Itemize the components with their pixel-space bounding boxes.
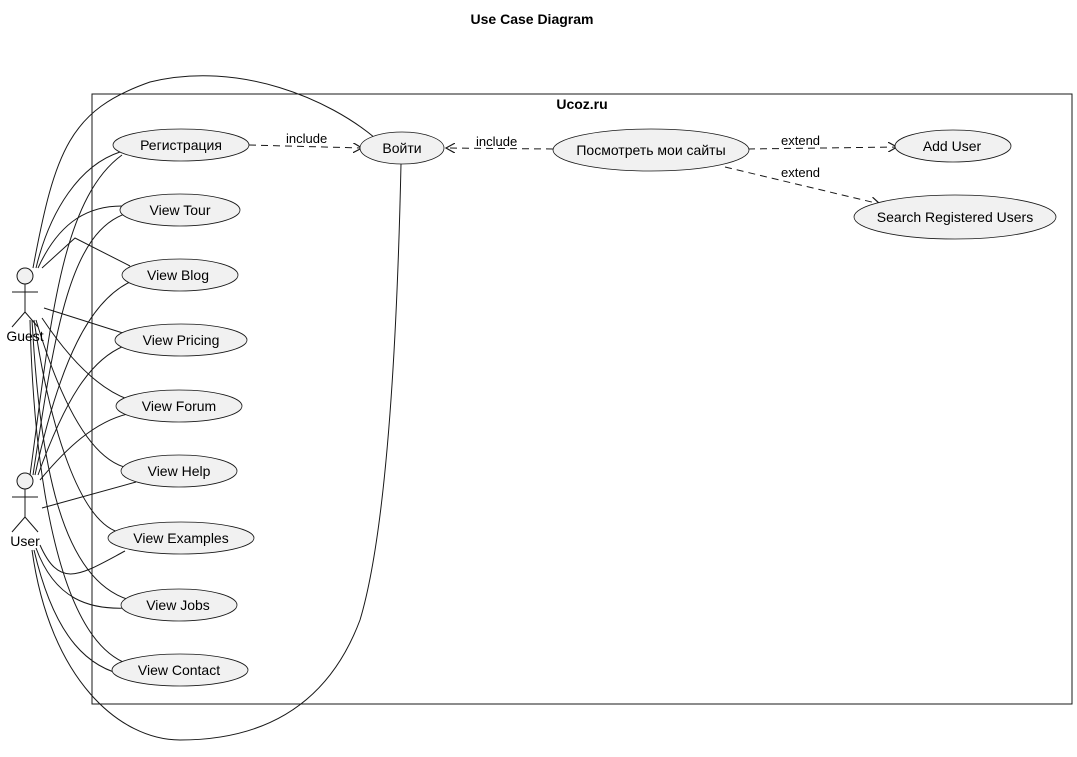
use-case-label: Search Registered Users <box>877 209 1033 225</box>
diagram-title: Use Case Diagram <box>471 11 594 27</box>
use-case-label: Регистрация <box>140 137 222 153</box>
use-case-label: View Tour <box>150 202 211 218</box>
assoc-user-examples <box>39 544 126 575</box>
assoc-guest-contact <box>29 319 129 665</box>
extend-label-search: extend <box>781 165 820 180</box>
actor-head <box>16 472 34 490</box>
use-case-label: View Forum <box>142 398 216 414</box>
assoc-user-blog <box>34 280 133 476</box>
actor-label-user: User <box>10 533 40 549</box>
include-label-register: include <box>286 131 327 146</box>
use-case-label: View Jobs <box>146 597 210 613</box>
assoc-guest-examples <box>33 319 119 533</box>
assoc-user-pricing <box>37 345 125 476</box>
use-case-label: Add User <box>923 138 982 154</box>
assoc-user-forum <box>39 412 133 481</box>
include-label-mysites: include <box>476 134 517 149</box>
assoc-guest-jobs <box>31 319 131 601</box>
assoc-guest-tour <box>37 205 126 269</box>
assoc-user-contact <box>33 549 131 677</box>
include-register-login <box>248 145 362 148</box>
use-case-add-user: Add User <box>894 129 1012 163</box>
assoc-guest-forum <box>41 317 131 401</box>
use-case-label: View Pricing <box>143 332 220 348</box>
use-case-label: Посмотреть мои сайты <box>576 142 725 158</box>
assoc-guest-register <box>35 151 121 269</box>
use-case-my-sites: Посмотреть мои сайты <box>552 128 750 172</box>
use-case-label: View Blog <box>147 267 209 283</box>
use-case-view-help: View Help <box>120 454 238 488</box>
system-name: Ucoz.ru <box>556 96 607 112</box>
assoc-user-login <box>31 163 402 741</box>
actor-label-guest: Guest <box>6 328 43 344</box>
use-case-label: View Contact <box>138 662 220 678</box>
extend-mysites-search <box>724 166 880 204</box>
assoc-user-tour <box>32 212 129 476</box>
dependencies: include include extend extend <box>248 131 897 204</box>
assoc-user-jobs <box>35 547 129 609</box>
use-case-register: Регистрация <box>112 128 250 162</box>
assoc-guest-blog <box>41 237 131 269</box>
use-case-label: Войти <box>382 140 421 156</box>
system-boundary <box>91 93 1073 705</box>
actor-head <box>16 267 34 285</box>
use-case-label: View Examples <box>133 530 228 546</box>
assoc-guest-help <box>35 319 129 469</box>
assoc-user-register <box>29 154 123 476</box>
use-case-login: Войти <box>359 131 445 165</box>
use-case-view-blog: View Blog <box>121 258 239 292</box>
use-case-view-pricing: View Pricing <box>114 323 248 357</box>
associations <box>29 75 402 741</box>
extend-label-adduser: extend <box>781 133 820 148</box>
use-case-view-contact: View Contact <box>111 653 249 687</box>
use-case-view-examples: View Examples <box>107 521 255 555</box>
use-case-label: View Help <box>148 463 211 479</box>
actor-guest: Guest <box>6 267 44 344</box>
actor-user: User <box>10 472 40 549</box>
use-case-view-jobs: View Jobs <box>120 588 238 622</box>
use-cases: Регистрация View Tour View Blog View Pri… <box>107 128 1057 687</box>
use-case-view-tour: View Tour <box>119 193 241 227</box>
assoc-guest-pricing <box>43 307 127 335</box>
assoc-guest-login <box>32 75 376 269</box>
use-case-search-users: Search Registered Users <box>853 194 1057 240</box>
assoc-user-help <box>41 481 137 509</box>
use-case-view-forum: View Forum <box>115 389 243 423</box>
extend-mysites-adduser <box>747 147 897 149</box>
include-mysites-login <box>446 148 554 149</box>
